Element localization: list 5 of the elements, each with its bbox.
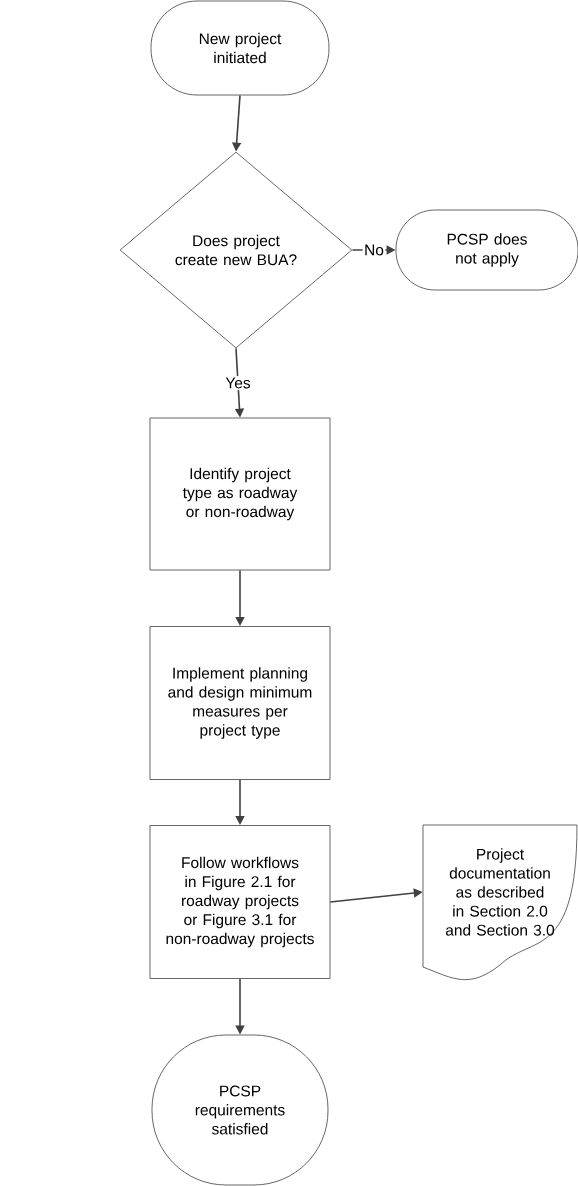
process-box: Identify project type as roadway or non-roadway — [149, 417, 331, 571]
process-box: Follow workflows in Figure 2.1 for roadway projects or Figure 3.1 for non-roadway projects — [149, 825, 331, 979]
edge-label: No — [362, 243, 386, 257]
edge-label: Yes — [223, 376, 253, 390]
process-box: Implement planning and design minimum measures per project type — [149, 626, 331, 780]
